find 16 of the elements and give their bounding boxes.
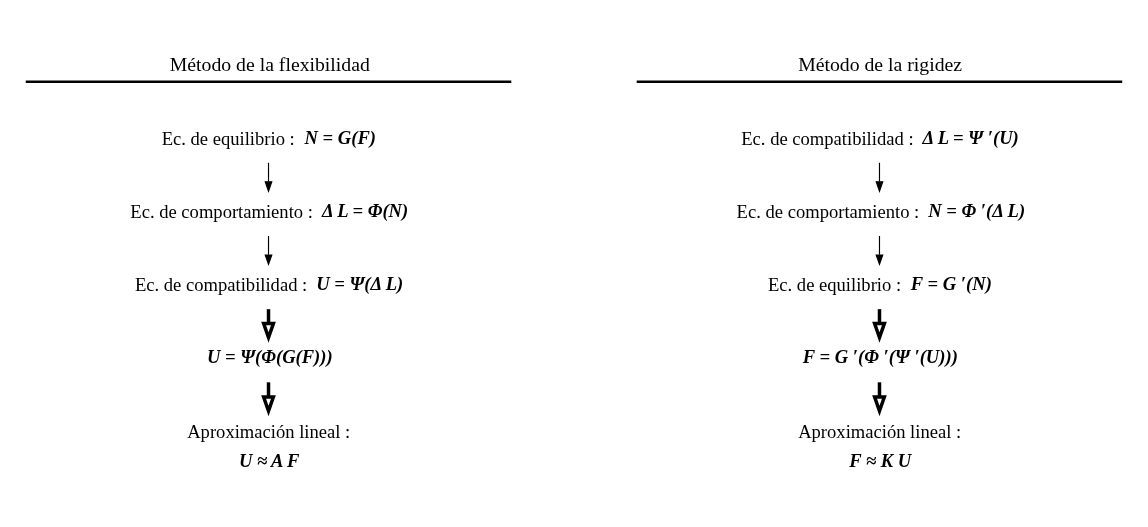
arrow — [264, 162, 273, 193]
node-text: Ec. de comportamiento : N = Φ ′(Δ L) — [736, 199, 1026, 222]
node-text: Aproximación lineal : U ≈ A F — [187, 420, 351, 471]
node-text: Ec. de equilibrio : F = G ′(N) — [767, 272, 992, 296]
node-text: F = G ′(Φ ′(Ψ ′(U))) — [802, 346, 958, 368]
label: Método de la rigidez — [798, 52, 963, 75]
node-text: Ec. de compatibilidad : U = Ψ(Δ L) — [134, 272, 404, 296]
arrow — [264, 235, 273, 267]
node-text: Ec. de comportamiento : Δ L = Φ(N) — [130, 199, 409, 222]
label: Método de la flexibilidad — [169, 52, 370, 75]
node-text: Aproximación lineal : F ≈ K U — [798, 420, 962, 471]
node-text: Ec. de compatibilidad : Δ L = Ψ ′(U) — [741, 126, 1019, 149]
arrow — [875, 162, 884, 193]
node-text: Ec. de equilibrio : N = G(F) — [161, 126, 377, 149]
arrow — [875, 235, 884, 267]
node-text: U = Ψ(Φ(G(F))) — [206, 346, 333, 368]
